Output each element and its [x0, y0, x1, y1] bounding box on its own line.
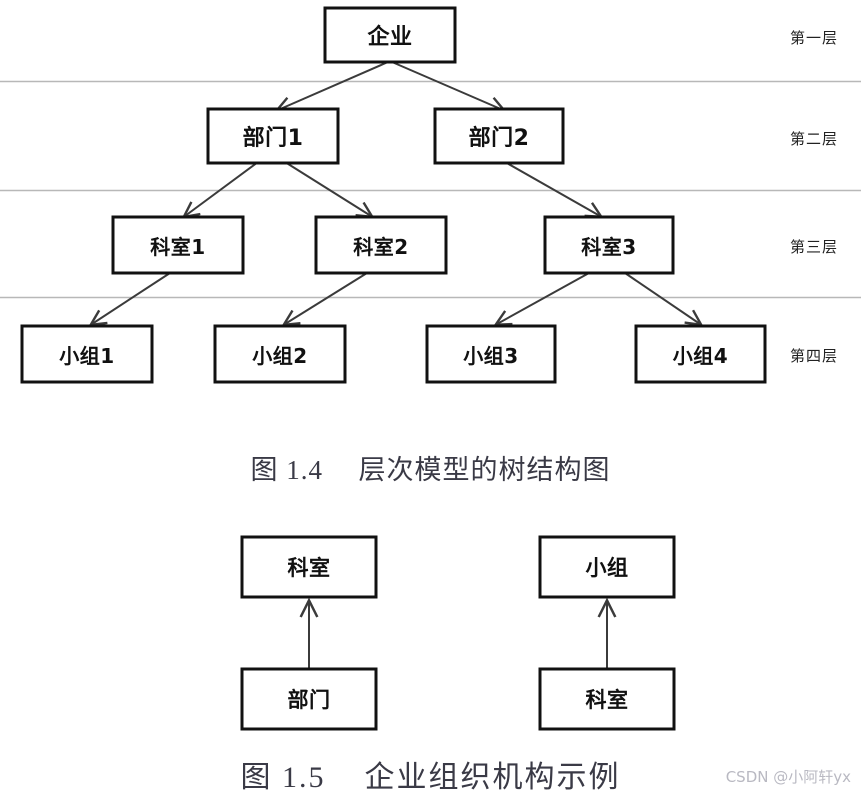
node-box-section-1 [111, 215, 245, 275]
org-connectors [309, 602, 607, 668]
org-node-boxes [240, 535, 676, 731]
watermark: CSDN @小阿轩yx [725, 768, 851, 786]
figure-1-5-caption: 图 1.5 企业组织机构示例 [0, 752, 861, 796]
figure-1-4-text: 层次模型的树结构图 [358, 455, 611, 485]
figure-1-5-text: 企业组织机构示例 [364, 761, 621, 794]
figure-1-5-number: 图 1.5 [240, 761, 326, 794]
level-dividers [0, 80, 861, 299]
node-box-group-3 [425, 324, 557, 384]
layer-label-4: 第四层 [790, 347, 839, 365]
figure-1-4-caption: 图 1.4 层次模型的树结构图 [0, 448, 861, 487]
node-box-enterprise [323, 6, 457, 64]
node-box-group-1 [20, 324, 154, 384]
tree-connectors [92, 61, 700, 324]
layer-label-2: 第二层 [790, 130, 839, 148]
node-box-group-4 [634, 324, 767, 384]
org-box-section-bottom [538, 667, 676, 731]
figure-1-4-number: 图 1.4 [250, 455, 323, 485]
layer-label-1: 第一层 [790, 29, 839, 47]
node-box-dept-2 [433, 107, 565, 165]
node-box-section-3 [543, 215, 675, 275]
node-box-section-2 [314, 215, 448, 275]
org-box-section-top [240, 535, 378, 599]
tree-node-boxes [20, 6, 767, 384]
node-box-dept-1 [206, 107, 340, 165]
node-box-group-2 [213, 324, 347, 384]
layer-label-3: 第三层 [790, 238, 839, 256]
org-box-group-top [538, 535, 676, 599]
org-box-dept-bottom [240, 667, 378, 731]
